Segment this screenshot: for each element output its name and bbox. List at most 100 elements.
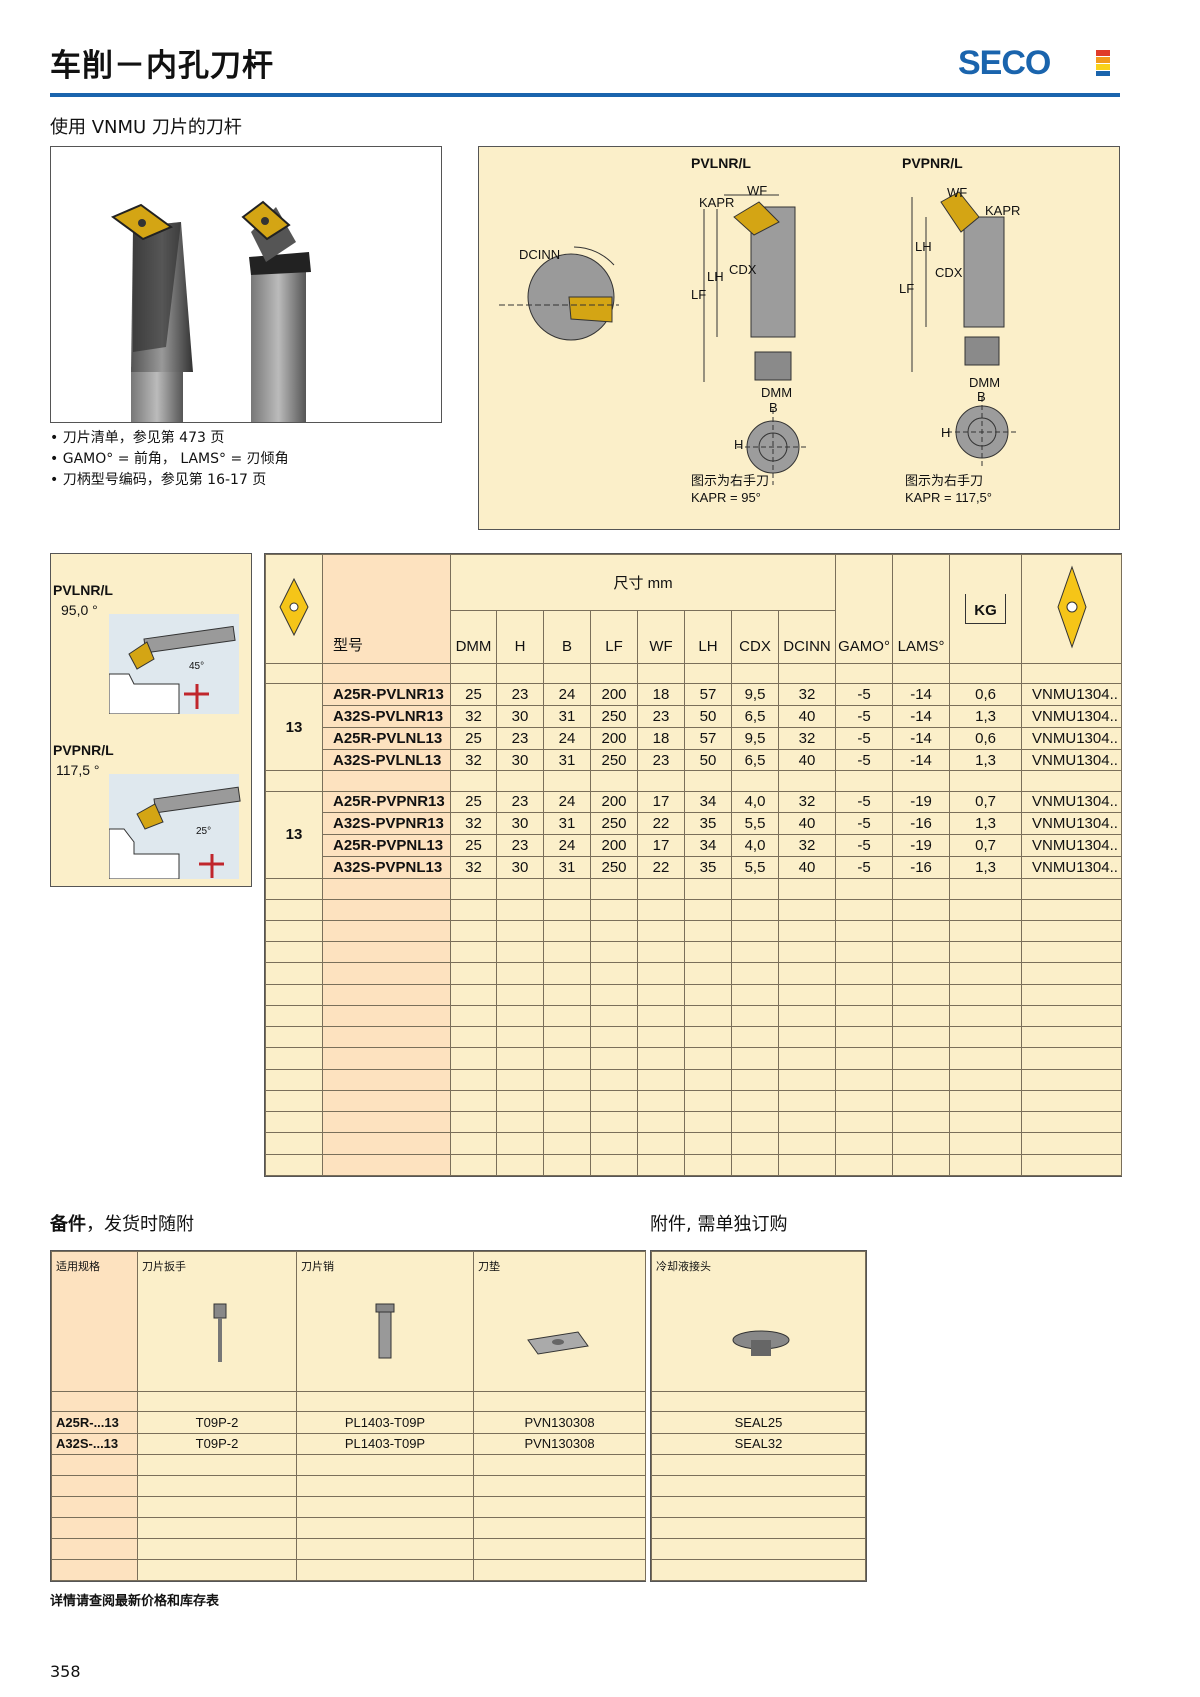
col-dmm: DMM (450, 609, 497, 665)
value-cell: -5 (835, 812, 894, 836)
value-cell: 25 (450, 790, 497, 814)
caption-left: 图示为右手刀 (691, 473, 770, 488)
spare-parts-title: 备件，发货时随附 (50, 1214, 194, 1235)
empty-row (51, 1516, 646, 1539)
value-cell: 40 (777, 748, 837, 772)
pvpnr-angle: 117,5 ° (56, 762, 100, 778)
pvlnr-label: PVLNR/L (53, 582, 113, 598)
value-cell: 4,0 (731, 834, 779, 857)
value-cell: 40 (777, 855, 837, 879)
value-cell: 57 (684, 726, 732, 750)
dims-title: 尺寸 mm (449, 554, 837, 611)
value-cell: 24 (543, 790, 591, 814)
value-cell: 22 (637, 855, 685, 879)
insert-header (1021, 553, 1123, 665)
value-cell: -5 (835, 834, 894, 857)
label-lf-left: LF (691, 287, 707, 302)
value-cell: 1,3 (949, 705, 1023, 728)
value-cell: 17 (637, 790, 685, 814)
value-cell: 25 (450, 683, 497, 707)
header-rule (50, 93, 1120, 97)
empty-row (265, 877, 1123, 900)
col-dcinn: DCINN (777, 609, 837, 665)
value-cell: -14 (892, 705, 951, 728)
value-cell: 23 (496, 683, 544, 707)
empty-row (265, 1132, 1123, 1155)
value-cell: 24 (543, 834, 591, 857)
value-cell: 25 (450, 834, 497, 857)
value-cell: 4,0 (731, 790, 779, 814)
col-lams: LAMS° (892, 553, 951, 665)
empty-row (651, 1516, 866, 1539)
value-cell: 31 (543, 812, 591, 836)
value-cell: -16 (892, 812, 951, 836)
model-code: A25R-PVPNL13 (322, 834, 451, 857)
value-cell: -5 (835, 726, 894, 750)
key-icon (213, 1303, 227, 1362)
model-code: A32S-PVLNR13 (322, 705, 451, 728)
value-cell: 6,5 (731, 705, 779, 728)
size-cell: A25R-...13 (51, 1411, 138, 1434)
value-cell: -5 (835, 705, 894, 728)
model-code: A32S-PVPNL13 (322, 855, 451, 879)
diagram-drawing (499, 191, 1019, 485)
value-cell: 5,5 (731, 812, 779, 836)
value-cell: 0,7 (949, 834, 1023, 857)
value-cell: 30 (496, 855, 544, 879)
value-cell: 35 (684, 855, 732, 879)
value-cell: -5 (835, 683, 894, 707)
part-code: PL1403-T09P (296, 1432, 474, 1455)
value-cell: -14 (892, 726, 951, 750)
value-cell: 23 (496, 726, 544, 750)
value-cell: 31 (543, 705, 591, 728)
value-cell: 50 (684, 705, 732, 728)
label-lf-right: LF (899, 281, 915, 296)
value-cell: 23 (637, 748, 685, 772)
empty-row (265, 1068, 1123, 1091)
logo-color-bars (1096, 50, 1110, 76)
diagram-title-left: PVLNR/L (691, 155, 751, 171)
value-cell: 250 (590, 705, 638, 728)
value-cell: 250 (590, 812, 638, 836)
value-cell: 200 (590, 683, 638, 707)
value-cell: 200 (590, 834, 638, 857)
value-cell: 32 (777, 726, 837, 750)
value-cell: 32 (450, 748, 497, 772)
page-title: 车削－内孔刀杆 (50, 48, 274, 84)
pvpnr-degree: 25° (196, 826, 212, 837)
kapr-left-value: KAPR = 95° (691, 490, 761, 505)
empty-row (265, 983, 1123, 1006)
empty-row (651, 1558, 866, 1582)
value-cell: 23 (496, 790, 544, 814)
empty-row (265, 1089, 1123, 1113)
diagram-title-right: PVPNR/L (902, 155, 963, 171)
empty-row (51, 1474, 646, 1497)
pvlnr-degree: 45° (189, 661, 205, 672)
value-cell: 24 (543, 683, 591, 707)
spacer-row (265, 770, 1123, 792)
label-lh-left: LH (707, 269, 724, 284)
value-cell: 0,6 (949, 726, 1023, 750)
value-cell: 30 (496, 748, 544, 772)
value-cell: 25 (450, 726, 497, 750)
value-cell: 40 (777, 705, 837, 728)
value-cell: 32 (777, 834, 837, 857)
value-cell: 32 (450, 812, 497, 836)
value-cell: 30 (496, 705, 544, 728)
value-cell: VNMU1304.. (1021, 748, 1123, 772)
value-cell: -16 (892, 855, 951, 879)
value-cell: VNMU1304.. (1021, 812, 1123, 836)
kapr-right-value: KAPR = 117,5° (905, 490, 992, 505)
value-cell: 0,7 (949, 790, 1023, 814)
size-cell: 13 (265, 790, 323, 879)
label-h-left: H (734, 437, 744, 452)
col-wf: WF (637, 609, 685, 665)
value-cell: 1,3 (949, 748, 1023, 772)
value-cell: -5 (835, 748, 894, 772)
value-cell: 9,5 (731, 683, 779, 707)
